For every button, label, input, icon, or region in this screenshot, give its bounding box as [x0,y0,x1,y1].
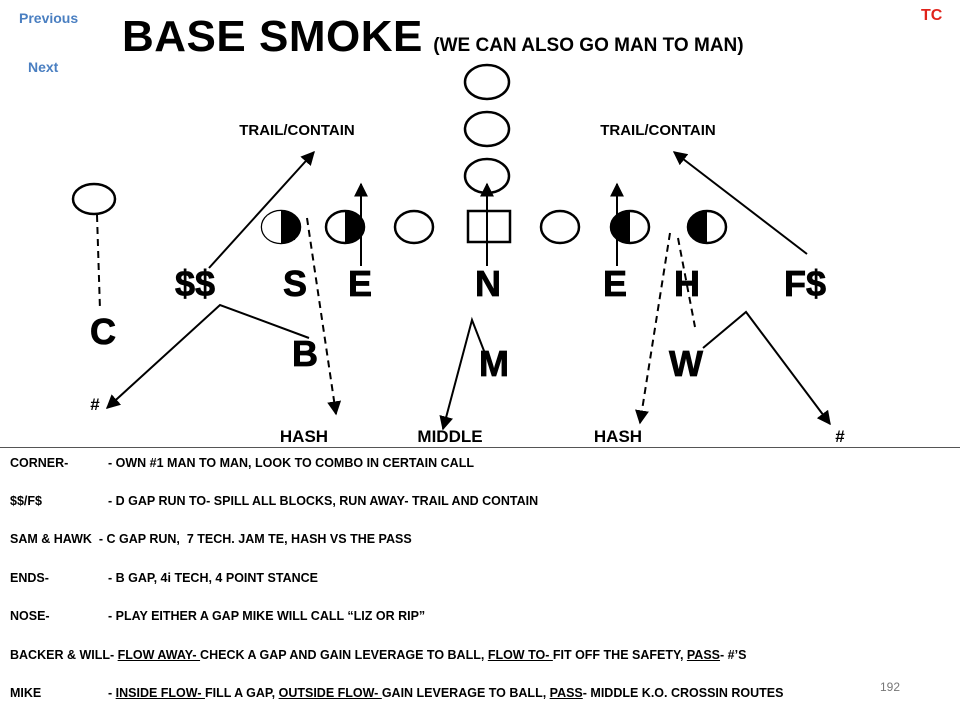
tc-link[interactable]: TC [921,7,943,24]
fs-trail-arrow [672,151,808,255]
defender-c: C [90,311,116,352]
hawk-hash-line [635,232,671,425]
note-text: - PLAY EITHER A GAP MIKE WILL CALL “LIZ … [108,609,426,623]
note-text: - #’S [720,648,747,662]
note-text: PASS [686,648,721,662]
play-diagram: TRAIL/CONTAIN TRAIL/CONTAIN $$ S E N E H… [71,63,845,446]
note-row: CORNER- - OWN #1 MAN TO MAN, LOOK TO COMB… [10,456,474,470]
note-row: MIKE - INSIDE FLOW- FILL A GAP, OUTSIDE F… [10,686,783,700]
previous-link[interactable]: Previous [19,10,79,26]
offense-oval-middle [463,110,511,148]
note-label: $$/F$ [10,494,42,508]
defender-m: M [479,343,509,384]
offense-lineman-left-tackle [324,209,366,245]
defender-e-left: E [348,263,372,304]
title-main: BASE SMOKE [122,12,423,61]
note-row: BACKER & WILL- FLOW AWAY- CHECK A GAP AN… [10,648,746,662]
note-text: PASS [549,686,583,700]
offense-lineman-right-guard [539,209,581,245]
note-label: ENDS- [10,571,49,585]
trail-contain-left-label: TRAIL/CONTAIN [239,122,355,139]
mike-route [439,316,487,431]
hash-mark-left: # [90,395,100,414]
corner-man-line [96,214,101,311]
note-text: GAIN LEVERAGE TO BALL, [381,686,550,700]
offense-oval-top [463,63,511,101]
offense-lineman-left-te [260,209,302,245]
defender-w: W [669,343,703,384]
defender-ss: $$ [175,263,215,304]
note-text: - OWN #1 MAN TO MAN, LOOK TO COMBO IN CE… [108,456,474,470]
middle-label: MIDDLE [417,427,482,446]
offense-center [466,209,512,244]
sam-hash-line [306,217,342,416]
note-row: $$/F$ - D GAP RUN TO- SPILL ALL BLOCKS, R… [10,494,538,508]
defender-h: H [674,263,700,304]
defender-fs: F$ [784,263,826,304]
note-text: SAM & HAWK - C GAP RUN, 7 TECH. JAM TE, … [10,532,412,546]
note-row: SAM & HAWK - C GAP RUN, 7 TECH. JAM TE, … [10,532,412,546]
offense-receiver [71,182,117,216]
next-link[interactable]: Next [28,59,59,75]
note-text: - D GAP RUN TO- SPILL ALL BLOCKS, RUN AW… [108,494,539,508]
note-text: FLOW AWAY- [117,648,201,662]
note-text: FILL A GAP, [204,686,279,700]
ss-trail-arrow [208,150,315,269]
defender-e-right: E [603,263,627,304]
note-row: ENDS- - B GAP, 4i TECH, 4 POINT STANCE [10,571,318,585]
title-subtitle: (WE CAN ALSO GO MAN TO MAN) [433,35,744,56]
note-text: - B GAP, 4i TECH, 4 POINT STANCE [108,571,318,585]
defender-s: S [283,263,307,304]
hawk-tail-line [677,237,696,328]
offense-lineman-right-tackle [609,209,651,245]
divider [0,447,960,448]
hash-right-label: HASH [594,427,642,446]
note-text: OUTSIDE FLOW- [278,686,382,700]
note-text: CHECK A GAP AND GAIN LEVERAGE TO BALL, [200,648,488,662]
sam-tail-line [293,217,297,241]
hash-left-label: HASH [280,427,328,446]
note-text: BACKER & WILL- [10,648,118,662]
defender-b: B [292,333,318,374]
page-title: BASE SMOKE (WE CAN ALSO GO MAN TO MAN) [122,12,744,62]
note-label: MIKE [10,686,42,700]
page-number: 192 [880,680,901,694]
note-label: NOSE- [10,609,50,623]
note-row: NOSE- - PLAY EITHER A GAP MIKE WILL CALL … [10,609,425,623]
offense-lineman-right-te [686,209,728,245]
note-text: FIT OFF THE SAFETY, [552,648,687,662]
note-text: INSIDE FLOW- [115,686,205,700]
defender-n: N [475,263,501,304]
note-text: FLOW TO- [487,648,553,662]
trail-contain-right-label: TRAIL/CONTAIN [600,122,716,139]
offense-lineman-left-guard [393,209,435,245]
note-text: - [108,686,116,700]
backer-route [105,303,310,409]
note-label: CORNER- [10,456,69,470]
hash-mark-right: # [835,427,845,446]
will-route [702,310,831,426]
note-text: - MIDDLE K.O. CROSSIN ROUTES [582,686,784,700]
